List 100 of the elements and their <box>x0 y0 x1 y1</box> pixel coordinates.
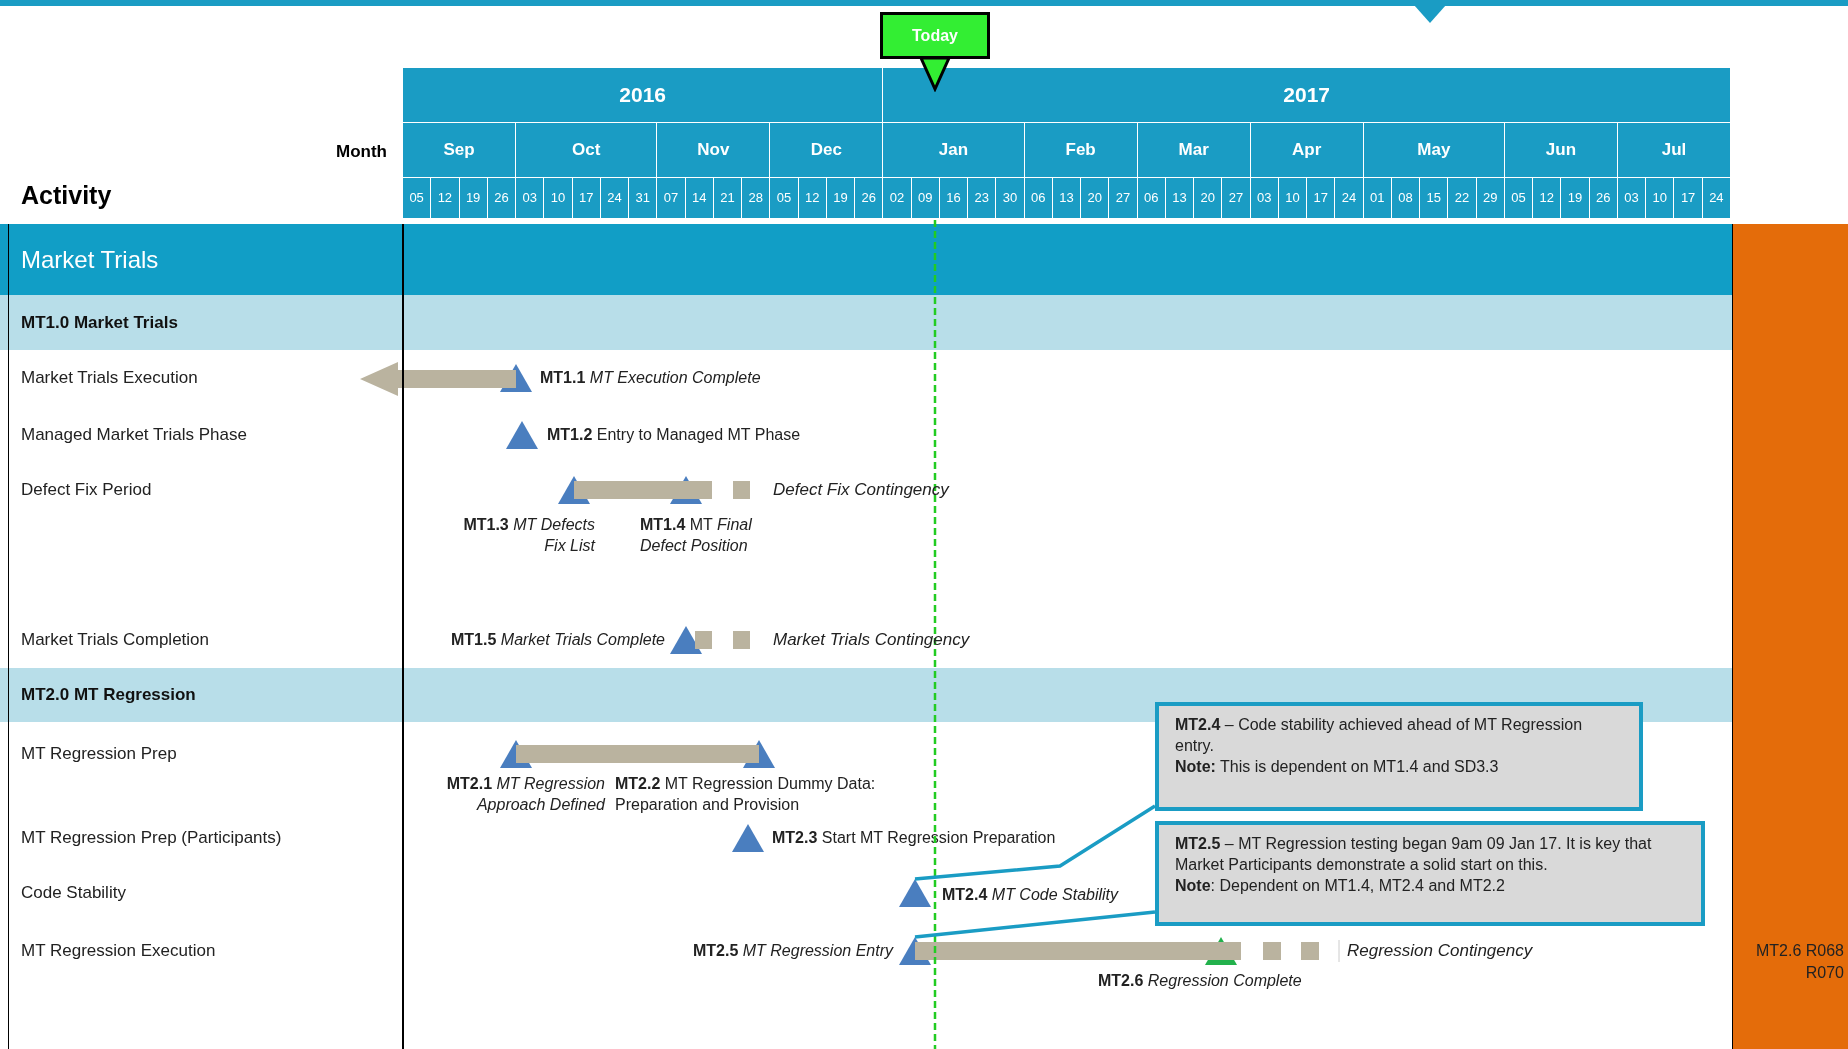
week-cell: 13 <box>1052 177 1082 218</box>
week-cell: 07 <box>657 177 686 218</box>
milestone-label: MT1.4 MT Final Defect Position <box>640 515 753 556</box>
milestone-label: MT1.1 MT Execution Complete <box>540 368 761 388</box>
callout-text: Note: Dependent on MT1.4, MT2.4 and MT2.2 <box>1175 876 1506 896</box>
milestone-triangle <box>506 421 538 449</box>
milestone-label: MT2.6 Regression Complete <box>1098 971 1302 991</box>
callout-leader-line <box>914 804 1156 881</box>
year-cell: 2016 <box>403 68 884 122</box>
week-cell: 03 <box>1250 177 1279 218</box>
status-panel <box>1733 224 1848 1049</box>
task-bar <box>516 745 759 763</box>
month-cell: Jan <box>883 122 1025 177</box>
week-cell: 12 <box>798 177 827 218</box>
week-cell: 19 <box>826 177 856 218</box>
month-cell: Sep <box>403 122 516 177</box>
week-cell: 17 <box>572 177 601 218</box>
milestone-label: MT2.2 MT Regression Dummy Data: Preparation and Provision <box>615 774 877 815</box>
week-cell: 14 <box>685 177 714 218</box>
contingency-label: Market Trials Contingency <box>773 629 970 651</box>
week-cell: 05 <box>1504 177 1534 218</box>
column-header: Activity <box>21 180 112 211</box>
callout-text: MT2.5 – MT Regression testing began 9am 09 Jan 17. It is key that Market Participants demonstrate a solid start on this. <box>1175 834 1653 875</box>
week-cell: 05 <box>403 177 432 218</box>
activity-label: MT Regression Prep <box>21 743 177 765</box>
callout-text: Note: This is dependent on MT1.4 and SD3.3 <box>1175 757 1500 777</box>
month-cell: Apr <box>1250 122 1364 177</box>
callout-tooltip <box>1155 821 1705 926</box>
week-cell: 02 <box>883 177 912 218</box>
week-cell: 10 <box>1278 177 1308 218</box>
week-cell: 10 <box>544 177 573 218</box>
column-header: Month <box>335 141 387 163</box>
week-cell: 26 <box>1589 177 1618 218</box>
month-cell: Mar <box>1137 122 1251 177</box>
milestone-label: MT2.1 MT Regression Approach Defined <box>445 774 605 815</box>
week-cell: 30 <box>996 177 1025 218</box>
task-bar <box>695 631 712 649</box>
week-cell: 20 <box>1081 177 1110 218</box>
week-cell: 19 <box>459 177 488 218</box>
month-cell: Oct <box>516 122 658 177</box>
contingency-label: Regression Contingency <box>1347 940 1533 962</box>
month-cell: Nov <box>657 122 771 177</box>
week-cell: 01 <box>1363 177 1392 218</box>
week-cell: 27 <box>1109 177 1138 218</box>
activity-label: Code Stability <box>21 882 126 904</box>
section-band: Market Trials <box>0 224 1732 295</box>
milestone-label: MT2.4 MT Code Stability <box>942 885 1119 905</box>
week-cell: 12 <box>431 177 460 218</box>
week-cell: 26 <box>487 177 516 218</box>
month-cell: May <box>1363 122 1505 177</box>
milestone-triangle <box>732 824 764 852</box>
week-cell: 27 <box>1222 177 1251 218</box>
week-cell: 24 <box>600 177 630 218</box>
callout-tooltip <box>1155 702 1643 811</box>
week-cell: 28 <box>742 177 771 218</box>
week-cell: 24 <box>1335 177 1364 218</box>
week-cell: 03 <box>516 177 545 218</box>
week-cell: 13 <box>1165 177 1195 218</box>
milestone-label: MT2.3 Start MT Regression Preparation <box>772 828 1056 848</box>
week-cell: 20 <box>1194 177 1223 218</box>
week-cell: 06 <box>1137 177 1166 218</box>
week-cell: 21 <box>713 177 743 218</box>
week-cell: 17 <box>1674 177 1703 218</box>
activity-label: MT Regression Execution <box>21 940 216 962</box>
week-cell: 06 <box>1024 177 1053 218</box>
activity-label: Market Trials Execution <box>21 367 198 389</box>
week-cell: 08 <box>1391 177 1421 218</box>
status-text: MT2.6 R068 R070 <box>1754 941 1844 983</box>
week-cell: 12 <box>1533 177 1562 218</box>
week-cell: 24 <box>1702 177 1731 218</box>
week-cell: 03 <box>1617 177 1647 218</box>
milestone-triangle <box>670 626 702 654</box>
callout-leader-line <box>914 910 1156 939</box>
week-cell: 10 <box>1646 177 1675 218</box>
week-cell: 17 <box>1307 177 1336 218</box>
activity-label: Defect Fix Period <box>21 479 152 501</box>
week-cell: 26 <box>855 177 884 218</box>
week-cell: 29 <box>1476 177 1505 218</box>
activity-label: Market Trials Completion <box>21 629 209 651</box>
milestone-triangle <box>899 879 931 907</box>
week-cell: 31 <box>629 177 658 218</box>
activity-label: MT Regression Prep (Participants) <box>21 827 282 849</box>
milestone-label: MT2.5 MT Regression Entry <box>691 941 893 961</box>
milestone-label: MT1.5 Market Trials Complete <box>450 630 665 650</box>
contingency-label: Defect Fix Contingency <box>773 479 949 501</box>
week-cell: 09 <box>911 177 940 218</box>
task-arrow-bar <box>360 362 516 396</box>
week-cell: 16 <box>939 177 969 218</box>
milestone-label: MT1.3 MT Defects Fix List <box>462 515 595 556</box>
month-cell: Feb <box>1024 122 1138 177</box>
group-band: MT1.0 Market Trials <box>0 295 1732 350</box>
week-cell: 05 <box>770 177 799 218</box>
week-cell: 23 <box>968 177 997 218</box>
milestone-label: MT1.2 Entry to Managed MT Phase <box>547 425 801 445</box>
month-cell: Jun <box>1504 122 1618 177</box>
week-cell: 19 <box>1561 177 1590 218</box>
week-cell: 22 <box>1448 177 1477 218</box>
year-cell: 2017 <box>883 68 1731 122</box>
activity-label: Managed Market Trials Phase <box>21 424 247 446</box>
task-bar <box>915 942 1241 960</box>
